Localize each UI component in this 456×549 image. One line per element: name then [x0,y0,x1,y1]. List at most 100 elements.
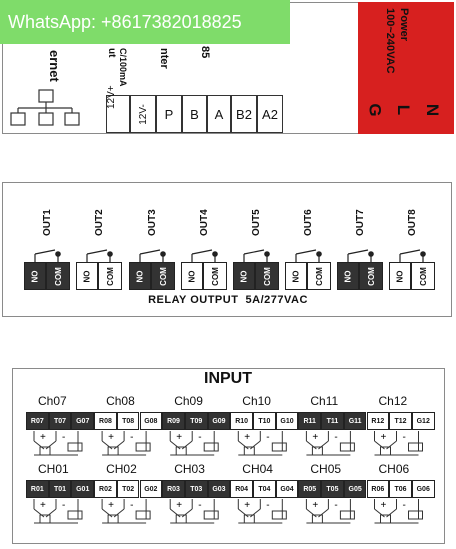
terminal-g05: G05 [343,480,367,498]
power-box [358,2,454,134]
plus-sign: + [176,500,182,511]
terminal-12v-minus: 12V- [130,95,156,133]
terminal-t01: T01 [48,480,72,498]
channel-label-ch05: CH05 [310,462,342,476]
terminal-t07: T07 [48,412,72,430]
terminal-p: P [156,95,182,133]
terminal-a2: A2 [257,95,283,133]
out7-com: COM [359,262,383,290]
channel-label-ch08: Ch08 [106,394,135,408]
out6-no: NO [285,262,307,290]
terminal-12v-plus: 12V+ [106,85,130,133]
out4-no: NO [181,262,203,290]
minus-sign: - [198,500,201,511]
relay-caption: RELAY OUTPUT 5A/277VAC [148,294,308,306]
channel-label-ch12: Ch12 [378,394,408,408]
terminal-g01: G01 [71,480,95,498]
plus-sign: + [40,500,46,511]
out8-com: COM [411,262,435,290]
terminal-b2: B2 [231,95,257,133]
out2-no: NO [76,262,98,290]
plus-sign: + [176,432,182,443]
terminal-g08: G08 [139,412,163,430]
terminal-r03: R03 [162,480,185,498]
terminal-g12: G12 [411,412,435,430]
minus-sign: - [62,432,65,443]
minus-sign: - [198,432,201,443]
terminal-t08: T08 [116,412,140,430]
channel-label-ch07: Ch07 [38,394,67,408]
minus-sign: - [334,500,337,511]
terminal-t09: T09 [184,412,208,430]
out5-no: NO [233,262,255,290]
terminal-g04: G04 [275,480,299,498]
out2-com: COM [98,262,122,290]
out8-no: NO [389,262,411,290]
input-title: INPUT [204,370,252,387]
terminal-r12: R12 [366,412,390,430]
terminal-g02: G02 [139,480,163,498]
minus-sign: - [266,500,269,511]
terminal-r05: R05 [298,480,322,498]
channel-label-ch03: CH03 [174,462,205,476]
minus-sign: - [403,500,406,511]
plus-sign: + [40,432,46,443]
out3-com: COM [151,262,175,290]
terminal-g03: G03 [207,480,231,498]
channel-label-ch09: Ch09 [174,394,203,408]
plus-sign: + [108,432,114,443]
network-icon [10,89,80,126]
out5-com: COM [255,262,279,290]
terminal-t03: T03 [184,480,208,498]
terminal-t05: T05 [321,480,344,498]
minus-sign: - [403,432,406,443]
terminal-r08: R08 [94,412,117,430]
terminal-g09: G09 [207,412,231,430]
terminal-r01: R01 [26,480,49,498]
terminal-t02: T02 [116,480,140,498]
terminal-g10: G10 [275,412,299,430]
minus-sign: - [334,432,337,443]
minus-sign: - [62,500,65,511]
out1-com: COM [46,262,70,290]
plus-sign: + [312,500,318,511]
terminal-r11: R11 [298,412,322,430]
out7-no: NO [337,262,359,290]
out6-com: COM [307,262,331,290]
terminal-g11: G11 [343,412,367,430]
out4-com: COM [203,262,227,290]
terminal-r02: R02 [94,480,117,498]
terminal-r07: R07 [26,412,49,430]
channel-label-ch06: CH06 [378,462,410,476]
terminal-g06: G06 [411,480,435,498]
plus-sign: + [244,432,250,443]
channel-label-ch10: Ch10 [242,394,271,408]
channel-label-ch04: CH04 [242,462,273,476]
terminal-a: A [207,95,231,133]
input-panel [12,368,445,544]
terminal-t12: T12 [389,412,412,430]
channel-label-ch01: CH01 [38,462,69,476]
terminal-b: B [182,95,207,133]
terminal-t11: T11 [321,412,344,430]
terminal-t04: T04 [253,480,276,498]
terminal-r10: R10 [230,412,253,430]
terminal-r09: R09 [162,412,185,430]
channel-label-ch02: CH02 [106,462,137,476]
terminal-r04: R04 [230,480,253,498]
channel-label-ch11: Ch11 [310,394,339,408]
minus-sign: - [130,500,133,511]
out3-no: NO [129,262,151,290]
out1-no: NO [24,262,46,290]
terminal-t10: T10 [253,412,276,430]
plus-sign: + [381,432,387,443]
plus-sign: + [381,500,387,511]
plus-sign: + [108,500,114,511]
terminal-r06: R06 [366,480,390,498]
terminal-g07: G07 [71,412,95,430]
whatsapp-watermark: WhatsApp: +8617382018825 [0,0,290,44]
plus-sign: + [244,500,250,511]
relay-contacts-diagram [34,249,426,262]
terminal-t06: T06 [389,480,412,498]
